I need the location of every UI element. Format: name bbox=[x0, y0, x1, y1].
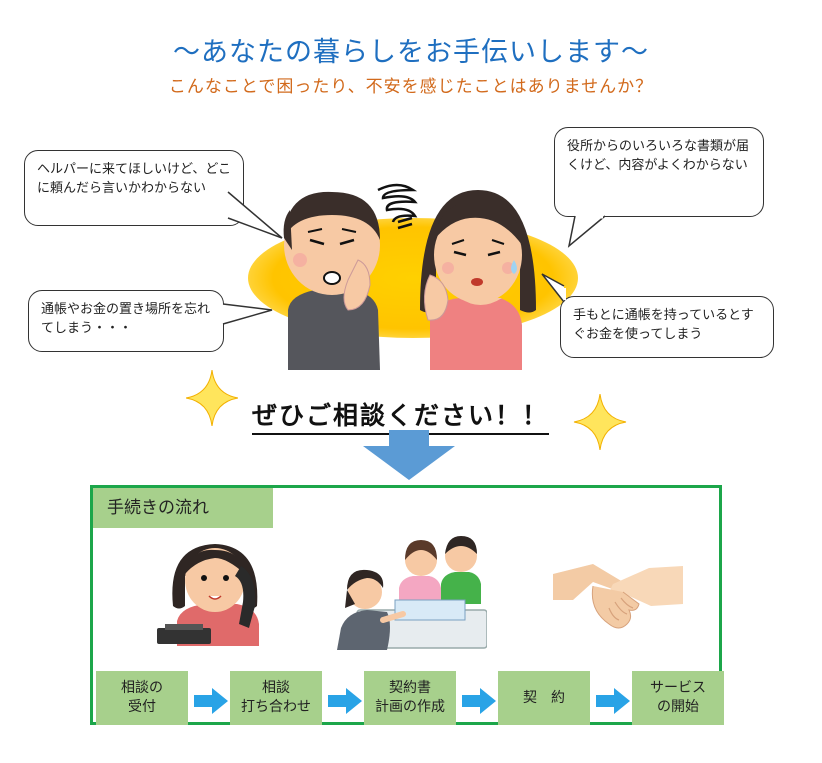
bubble-spending: 手もとに通帳を持っているとすぐお金を使ってしまう bbox=[560, 296, 774, 358]
page-subtitle: こんなことで困ったり、不安を感じたことはありませんか？ bbox=[168, 77, 654, 97]
right-arrow-icon bbox=[328, 688, 362, 714]
step-consultation-intake: 相談の 受付 bbox=[96, 671, 188, 725]
step-consultation-meeting: 相談 打ち合わせ bbox=[230, 671, 322, 725]
step-service-start: サービス の開始 bbox=[632, 671, 724, 725]
procedure-flow-panel: 手続きの流れ 相談 bbox=[90, 485, 724, 725]
bubble-spending-text: 手もとに通帳を持っているとすぐお金を使ってしまう bbox=[573, 308, 754, 342]
flow-header: 手続きの流れ bbox=[93, 488, 273, 528]
bubble-helper-text: ヘルパーに来てほしいけど、どこに頼んだら言いかわからない bbox=[37, 162, 231, 196]
step-contract: 契 約 bbox=[498, 671, 590, 725]
phone-call-illustration bbox=[157, 544, 259, 646]
right-arrow-icon bbox=[194, 688, 228, 714]
call-to-action: ぜひご相談ください！！ bbox=[252, 396, 550, 435]
right-arrow-icon bbox=[596, 688, 630, 714]
page-title: ～あなたの暮らしをお手伝いします～ bbox=[173, 37, 649, 68]
sparkle-icon bbox=[186, 370, 238, 426]
down-arrow-icon bbox=[363, 430, 455, 480]
consultation-meeting-illustration bbox=[337, 536, 487, 650]
sparkle-icon bbox=[573, 394, 627, 450]
bubble-tail-top-left bbox=[226, 191, 283, 239]
step-contract-plan: 契約書 計画の作成 bbox=[364, 671, 456, 725]
worried-couple-illustration bbox=[283, 183, 536, 370]
bubble-tail-top-right bbox=[567, 215, 606, 248]
bubble-documents: 役所からのいろいろな書類が届くけど、内容がよくわからない bbox=[554, 127, 764, 217]
bubble-documents-text: 役所からのいろいろな書類が届くけど、内容がよくわからない bbox=[567, 139, 750, 173]
handshake-icon bbox=[553, 564, 683, 629]
bubble-money-place-text: 通帳やお金の置き場所を忘れてしまう・・・ bbox=[41, 302, 211, 336]
bubble-tail-bottom-right bbox=[541, 273, 566, 303]
bubble-tail-bottom-left bbox=[220, 303, 273, 325]
bubble-helper-question: ヘルパーに来てほしいけど、どこに頼んだら言いかわからない bbox=[24, 150, 244, 226]
bubble-money-place: 通帳やお金の置き場所を忘れてしまう・・・ bbox=[28, 290, 224, 352]
worry-scribble-icon bbox=[377, 183, 418, 230]
right-arrow-icon bbox=[462, 688, 496, 714]
